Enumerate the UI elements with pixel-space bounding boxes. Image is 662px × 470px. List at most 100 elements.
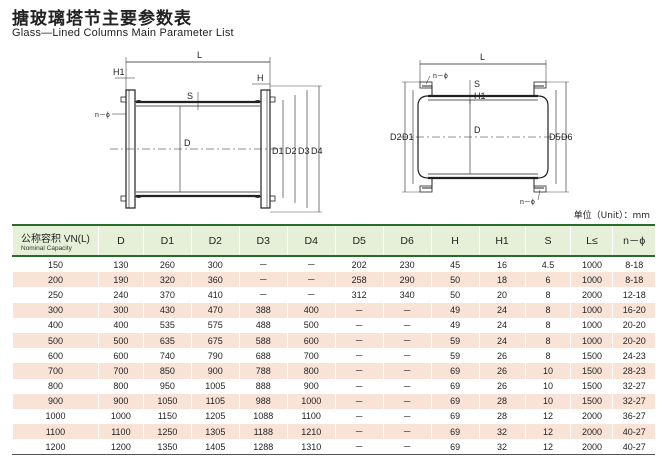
table-cell: 1500 [570,348,613,364]
table-cell: 1200 [97,439,144,456]
table-cell: 32 [478,439,526,456]
table-cell: 1050 [142,393,192,409]
right-label-n-phi-top: n－ϕ [433,73,448,80]
table-cell: 50 [430,287,480,303]
table-cell: － [334,424,384,440]
table-cell: 300 [190,256,240,273]
table-cell: 1305 [190,424,240,440]
table-cell: 59 [430,348,480,364]
table-cell: － [382,439,432,456]
table-cell: 300 [97,302,144,318]
table-cell: － [286,272,336,288]
table-cell: 69 [430,393,480,409]
table-cell: － [382,363,432,379]
table-cell: 26 [478,363,526,379]
table-cell: 900 [190,363,240,379]
table-cell: 26 [478,348,526,364]
table-cell: 12-18 [612,287,655,303]
left-label-D3: D3 [298,146,310,156]
table-cell: 535 [142,317,192,333]
table-cell: 500 [286,317,336,333]
left-label-D4: D4 [311,146,323,156]
table-cell: 40-27 [612,439,655,456]
table-cell: 20-20 [612,332,655,349]
table-cell: 69 [430,378,480,394]
table-cell: 8-18 [612,256,655,273]
header-cell: S [524,224,571,257]
table-cell: 69 [430,408,480,425]
table-cell: 69 [430,363,480,379]
table-cell: 790 [190,348,240,364]
table-cell: 410 [190,287,240,303]
table-cell: 240 [97,287,144,303]
table-cell: 800 [12,378,99,394]
table-cell: 49 [430,302,480,318]
table-cell: 1000 [12,408,99,425]
table-cell: 360 [190,272,240,288]
table-cell: 28 [478,393,526,409]
table-cell: 988 [238,393,288,409]
table-cell: 6 [524,272,571,288]
right-label-D2: D2 [390,132,402,142]
table-cell: 740 [142,348,192,364]
table-cell: 1310 [286,439,336,456]
table-cell: 888 [238,378,288,394]
table-cell: － [382,332,432,349]
table-cell: 28 [478,408,526,425]
table-cell: 1150 [142,408,192,425]
table-cell: 1000 [570,256,613,273]
table-cell: 12 [524,439,571,456]
table-cell: 850 [142,363,192,379]
table-cell: 8-18 [612,272,655,288]
table-cell: 8 [524,317,571,333]
table-cell: 10 [524,378,571,394]
page-subtitle: Glass—Lined Columns Main Parameter List [12,27,234,39]
table-cell: 260 [142,256,192,273]
table-cell: 8 [524,302,571,318]
header-nominal-capacity: 公称容积 VN(L) Nominal Capacity [12,224,99,257]
table-cell: 400 [286,302,336,318]
table-cell: 290 [382,272,432,288]
table-cell: － [334,302,384,318]
table-cell: 900 [12,393,99,409]
table-cell: 600 [286,332,336,349]
table-cell: 4.5 [524,256,571,273]
table-cell: 1500 [570,378,613,394]
header-cell: L≤ [570,224,613,257]
table-cell: 1100 [97,424,144,440]
table-cell: 340 [382,287,432,303]
table-cell: 900 [286,378,336,394]
table-cell: － [334,439,384,456]
table-cell: － [382,408,432,425]
right-label-D6: D6 [561,132,573,142]
table-cell: 8 [524,332,571,349]
table-cell: 40-27 [612,424,655,440]
right-label-L: L [480,52,485,62]
table-cell: 950 [142,378,192,394]
table-cell: 24 [478,332,526,349]
table-cell: 2000 [570,287,613,303]
left-label-D: D [184,138,191,148]
header-cell: H1 [478,224,526,257]
table-cell: 1000 [286,393,336,409]
right-label-H1: H1 [474,91,486,101]
table-cell: 10 [524,393,571,409]
left-label-H1: H1 [113,67,125,77]
table-cell: － [286,287,336,303]
table-cell: 32-27 [612,378,655,394]
table-cell: 1250 [142,424,192,440]
table-cell: 1205 [190,408,240,425]
table-cell: 20 [478,287,526,303]
table-cell: 500 [97,332,144,349]
table-cell: 12 [524,424,571,440]
header-cell: n－ϕ [612,224,655,257]
left-label-D1: D1 [272,146,284,156]
table-cell: － [334,348,384,364]
header-cell: D5 [334,224,384,257]
header-cell: H [430,224,480,257]
